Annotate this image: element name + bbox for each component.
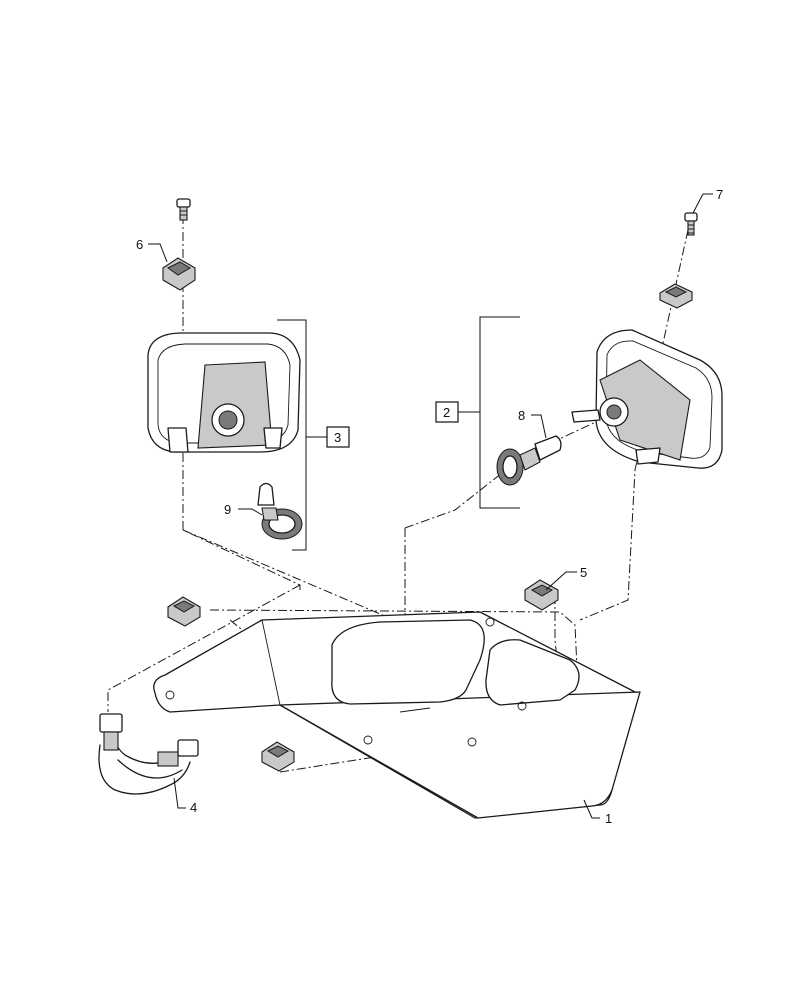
clip-nut-left xyxy=(167,596,201,627)
clip-nut-bottom xyxy=(261,741,295,772)
bracket-3 xyxy=(277,319,327,551)
bracket-2 xyxy=(458,316,520,509)
callout-6: 6 xyxy=(136,237,143,252)
clip-nut-right-top xyxy=(659,283,693,309)
wiring-harness-4 xyxy=(98,713,199,795)
callout-5: 5 xyxy=(580,565,587,580)
callout-2: 2 xyxy=(443,405,450,420)
headlamp-left xyxy=(147,332,301,453)
bulb-socket-8 xyxy=(496,435,562,486)
headlamp-right xyxy=(571,329,723,469)
clip-nut-5 xyxy=(524,579,559,611)
lamp-housing-1 xyxy=(153,611,641,819)
callout-4: 4 xyxy=(190,800,197,815)
callout-9: 9 xyxy=(224,502,231,517)
callout-3: 3 xyxy=(334,430,341,445)
screw-7 xyxy=(684,212,698,236)
callout-1: 1 xyxy=(605,811,612,826)
clip-nut-6 xyxy=(162,257,196,291)
callout-leaders xyxy=(148,193,713,819)
bulb-socket-9 xyxy=(257,482,303,540)
callout-8: 8 xyxy=(518,408,525,423)
screw-left xyxy=(176,198,191,221)
callout-2-box xyxy=(435,401,459,423)
callout-3-box xyxy=(326,426,350,448)
callout-7: 7 xyxy=(716,187,723,202)
